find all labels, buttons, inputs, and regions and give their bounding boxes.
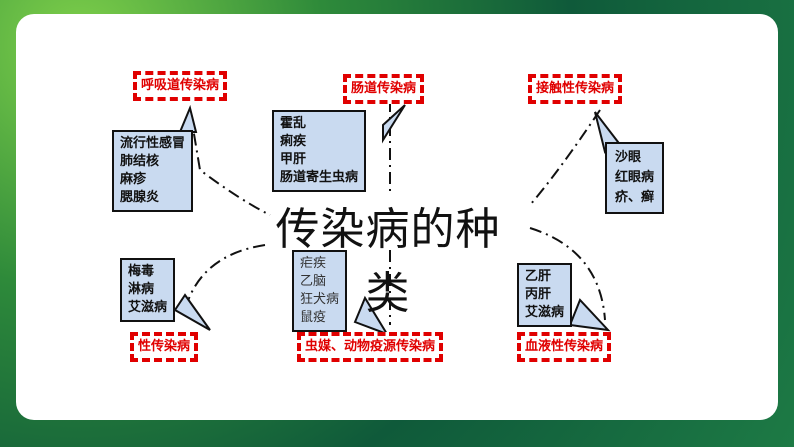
disease-item: 沙眼 [615, 150, 642, 165]
disease-item: 乙肝 [525, 269, 552, 284]
disease-list-contact: 沙眼 红眼病 疥、癣 [605, 142, 665, 214]
disease-item: 红眼病 [615, 170, 655, 185]
disease-item: 腮腺炎 [120, 190, 160, 205]
disease-list-blood: 乙肝 丙肝 艾滋病 [517, 263, 573, 327]
disease-item: 霍乱 [280, 116, 307, 131]
disease-item: 鼠疫 [300, 310, 327, 325]
disease-item: 甲肝 [280, 152, 307, 167]
category-label-contact: 接触性传染病 [528, 74, 623, 104]
disease-item: 麻疹 [120, 172, 147, 187]
disease-item: 乙脑 [300, 274, 327, 289]
disease-item: 痢疾 [280, 134, 307, 149]
disease-list-sexual: 梅毒 淋病 艾滋病 [120, 258, 176, 322]
disease-item: 疟疾 [300, 256, 327, 271]
disease-item: 丙肝 [525, 287, 552, 302]
category-label-respiratory: 呼吸道传染病 [133, 71, 228, 101]
disease-item: 艾滋病 [525, 305, 565, 320]
disease-item: 淋病 [128, 282, 155, 297]
disease-item: 流行性感冒 [120, 136, 186, 151]
disease-item: 疥、癣 [615, 190, 655, 205]
category-label-blood: 血液性传染病 [517, 332, 612, 362]
diagram-title: 传染病的种类 [275, 204, 501, 319]
category-label-sexual: 性传染病 [130, 332, 199, 362]
disease-list-respiratory: 流行性感冒 肺结核 麻疹 腮腺炎 [112, 130, 194, 212]
disease-item: 梅毒 [128, 264, 155, 279]
disease-item: 狂犬病 [300, 292, 340, 307]
category-label-intestinal: 肠道传染病 [343, 74, 425, 104]
disease-item: 肠道寄生虫病 [280, 170, 359, 185]
disease-list-intestinal: 霍乱 痢疾 甲肝 肠道寄生虫病 [272, 110, 367, 192]
disease-list-vector: 疟疾 乙脑 狂犬病 鼠疫 [292, 250, 348, 332]
disease-item: 艾滋病 [128, 300, 168, 315]
disease-item: 肺结核 [120, 154, 160, 169]
category-label-vector: 虫媒、动物疫源传染病 [297, 332, 444, 362]
